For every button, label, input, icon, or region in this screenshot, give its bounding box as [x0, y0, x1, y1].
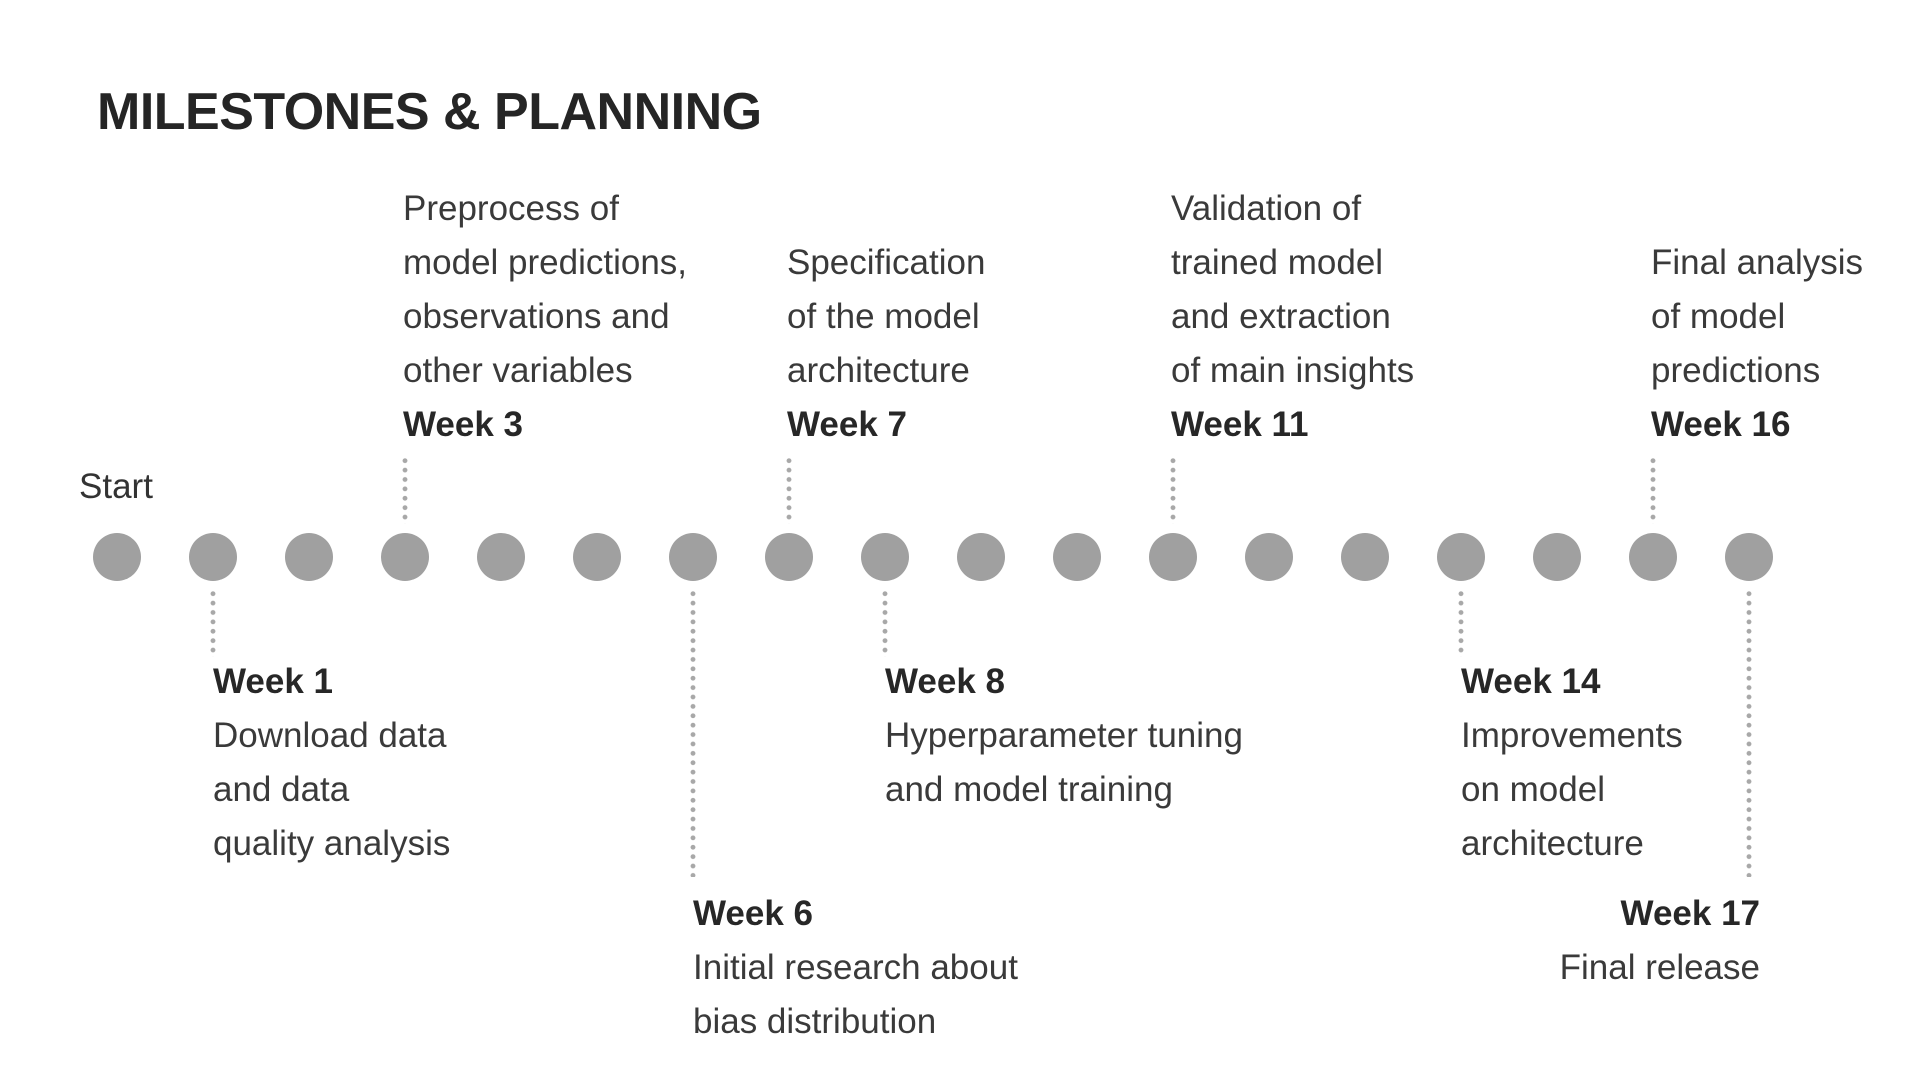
milestone-below: Week 17 Final release — [1560, 887, 1760, 995]
milestone-above: Validation of trained model and extraction… — [1171, 182, 1414, 452]
milestone-connector-line — [210, 589, 216, 657]
timeline-dot — [1341, 533, 1389, 581]
milestone-below: Week 6 Initial research about bias distrib… — [693, 887, 1018, 1049]
milestone-description-line: Validation of — [1171, 189, 1362, 228]
timeline-dot — [477, 533, 525, 581]
milestone-below: Week 1 Download data and data quality analy… — [213, 655, 450, 871]
milestone-description-line: bias distribution — [693, 1002, 937, 1041]
milestone-description-line: Download data — [213, 716, 447, 755]
milestone-description-line: of model — [1651, 297, 1786, 336]
timeline-dot — [1053, 533, 1101, 581]
timeline-dot — [1725, 533, 1773, 581]
milestone-description-line: model predictions, — [403, 243, 688, 282]
timeline-dot — [1149, 533, 1197, 581]
timeline-dot — [1245, 533, 1293, 581]
milestone-connector-line — [882, 589, 888, 657]
timeline-dot — [189, 533, 237, 581]
milestone-week-label: Week 3 — [403, 405, 523, 444]
milestone-description-line: observations and — [403, 297, 670, 336]
milestone-description-line: Final release — [1559, 948, 1760, 987]
milestone-week-label: Week 16 — [1651, 405, 1791, 444]
milestone-week-label: Week 17 — [1620, 894, 1760, 933]
milestone-connector-line — [1170, 456, 1176, 524]
timeline-dot — [669, 533, 717, 581]
start-label: Start — [79, 467, 153, 506]
milestone-connector-line — [786, 456, 792, 524]
milestone-description-line: trained model — [1171, 243, 1384, 282]
milestone-description-line: Preprocess of — [403, 189, 619, 228]
timeline-dot — [957, 533, 1005, 581]
milestone-description-line: Improvements — [1461, 716, 1683, 755]
milestone-description-line: on model — [1461, 770, 1605, 809]
milestone-description-line: other variables — [403, 351, 633, 390]
milestone-above: Preprocess of model predictions, observati… — [403, 182, 687, 452]
milestone-below: Week 8 Hyperparameter tuning and model tra… — [885, 655, 1243, 817]
timeline-dot — [1629, 533, 1677, 581]
timeline-dot — [1533, 533, 1581, 581]
milestone-description-line: and model training — [885, 770, 1173, 809]
milestone-description-line: of the model — [787, 297, 980, 336]
milestone-description-line: of main insights — [1171, 351, 1415, 390]
milestone-description-line: Hyperparameter tuning — [885, 716, 1243, 755]
milestone-week-label: Week 11 — [1171, 405, 1309, 444]
milestone-description-line: quality analysis — [213, 824, 451, 863]
page-title: MILESTONES & PLANNING — [97, 83, 762, 141]
milestone-connector-line — [402, 456, 408, 524]
timeline-dot — [765, 533, 813, 581]
milestone-week-label: Week 8 — [885, 662, 1005, 701]
milestone-connector-line — [1650, 456, 1656, 524]
milestone-description-line: Initial research about — [693, 948, 1018, 987]
timeline-dot — [1437, 533, 1485, 581]
milestone-connector-line — [1746, 589, 1752, 877]
milestone-week-label: Week 14 — [1461, 662, 1601, 701]
milestone-description-line: and data — [213, 770, 350, 809]
milestone-week-label: Week 6 — [693, 894, 813, 933]
milestone-description-line: predictions — [1651, 351, 1821, 390]
milestone-description-line: architecture — [787, 351, 970, 390]
timeline-dot — [861, 533, 909, 581]
milestone-week-label: Week 7 — [787, 405, 907, 444]
milestone-description-line: Final analysis — [1651, 243, 1864, 282]
milestone-week-label: Week 1 — [213, 662, 333, 701]
milestone-description-line: Specification — [787, 243, 986, 282]
milestone-below: Week 14 Improvements on model architecture — [1461, 655, 1683, 871]
timeline-dot — [381, 533, 429, 581]
milestone-connector-line — [1458, 589, 1464, 657]
timeline-dot — [573, 533, 621, 581]
milestone-description-line: architecture — [1461, 824, 1644, 863]
timeline-dot — [93, 533, 141, 581]
milestone-connector-line — [690, 589, 696, 877]
milestone-description-line: and extraction — [1171, 297, 1391, 336]
timeline-dot — [285, 533, 333, 581]
